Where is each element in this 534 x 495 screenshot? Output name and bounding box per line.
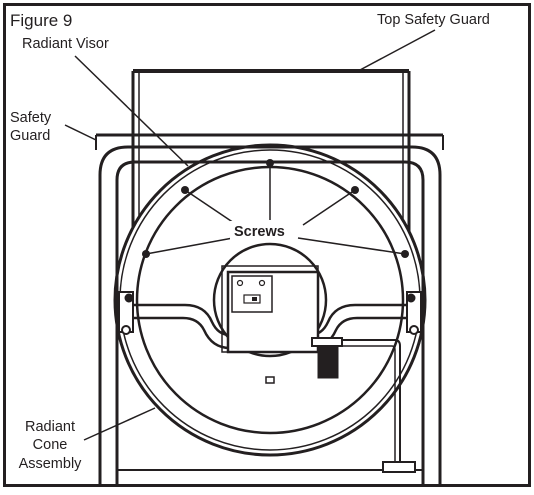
leader-top-safety-guard — [359, 29, 436, 71]
label-top-safety-guard: Top Safety Guard — [377, 12, 490, 28]
label-safety-guard-line1: Safety — [10, 110, 52, 126]
cone-tab — [265, 376, 275, 384]
figure-border — [3, 3, 531, 487]
label-radiant-cone-line1: Radiant — [25, 419, 75, 435]
figure-title: Figure 9 — [10, 11, 72, 30]
label-safety-guard-line2: Guard — [10, 128, 50, 144]
screws-label-bg — [230, 221, 296, 241]
leader-screw-right — [297, 237, 406, 255]
guard-brackets — [118, 291, 422, 335]
control-box — [221, 265, 320, 354]
label-radiant-cone-line3: Assembly — [19, 456, 83, 472]
housing-top — [95, 133, 444, 150]
fuel-filter — [311, 337, 343, 379]
fuel-line — [342, 339, 416, 473]
leader-lines — [64, 29, 436, 441]
label-radiant-visor: Radiant Visor — [22, 36, 109, 52]
leader-screw-left — [145, 237, 234, 255]
leader-radiant-visor — [74, 55, 189, 167]
leader-screw-upper-left — [184, 189, 238, 226]
leader-radiant-cone — [83, 407, 156, 441]
label-screws: Screws — [234, 224, 285, 240]
label-radiant-cone-line2: Cone — [33, 437, 68, 453]
leader-safety-guard — [64, 124, 97, 141]
leader-screw-upper-right — [302, 189, 356, 226]
